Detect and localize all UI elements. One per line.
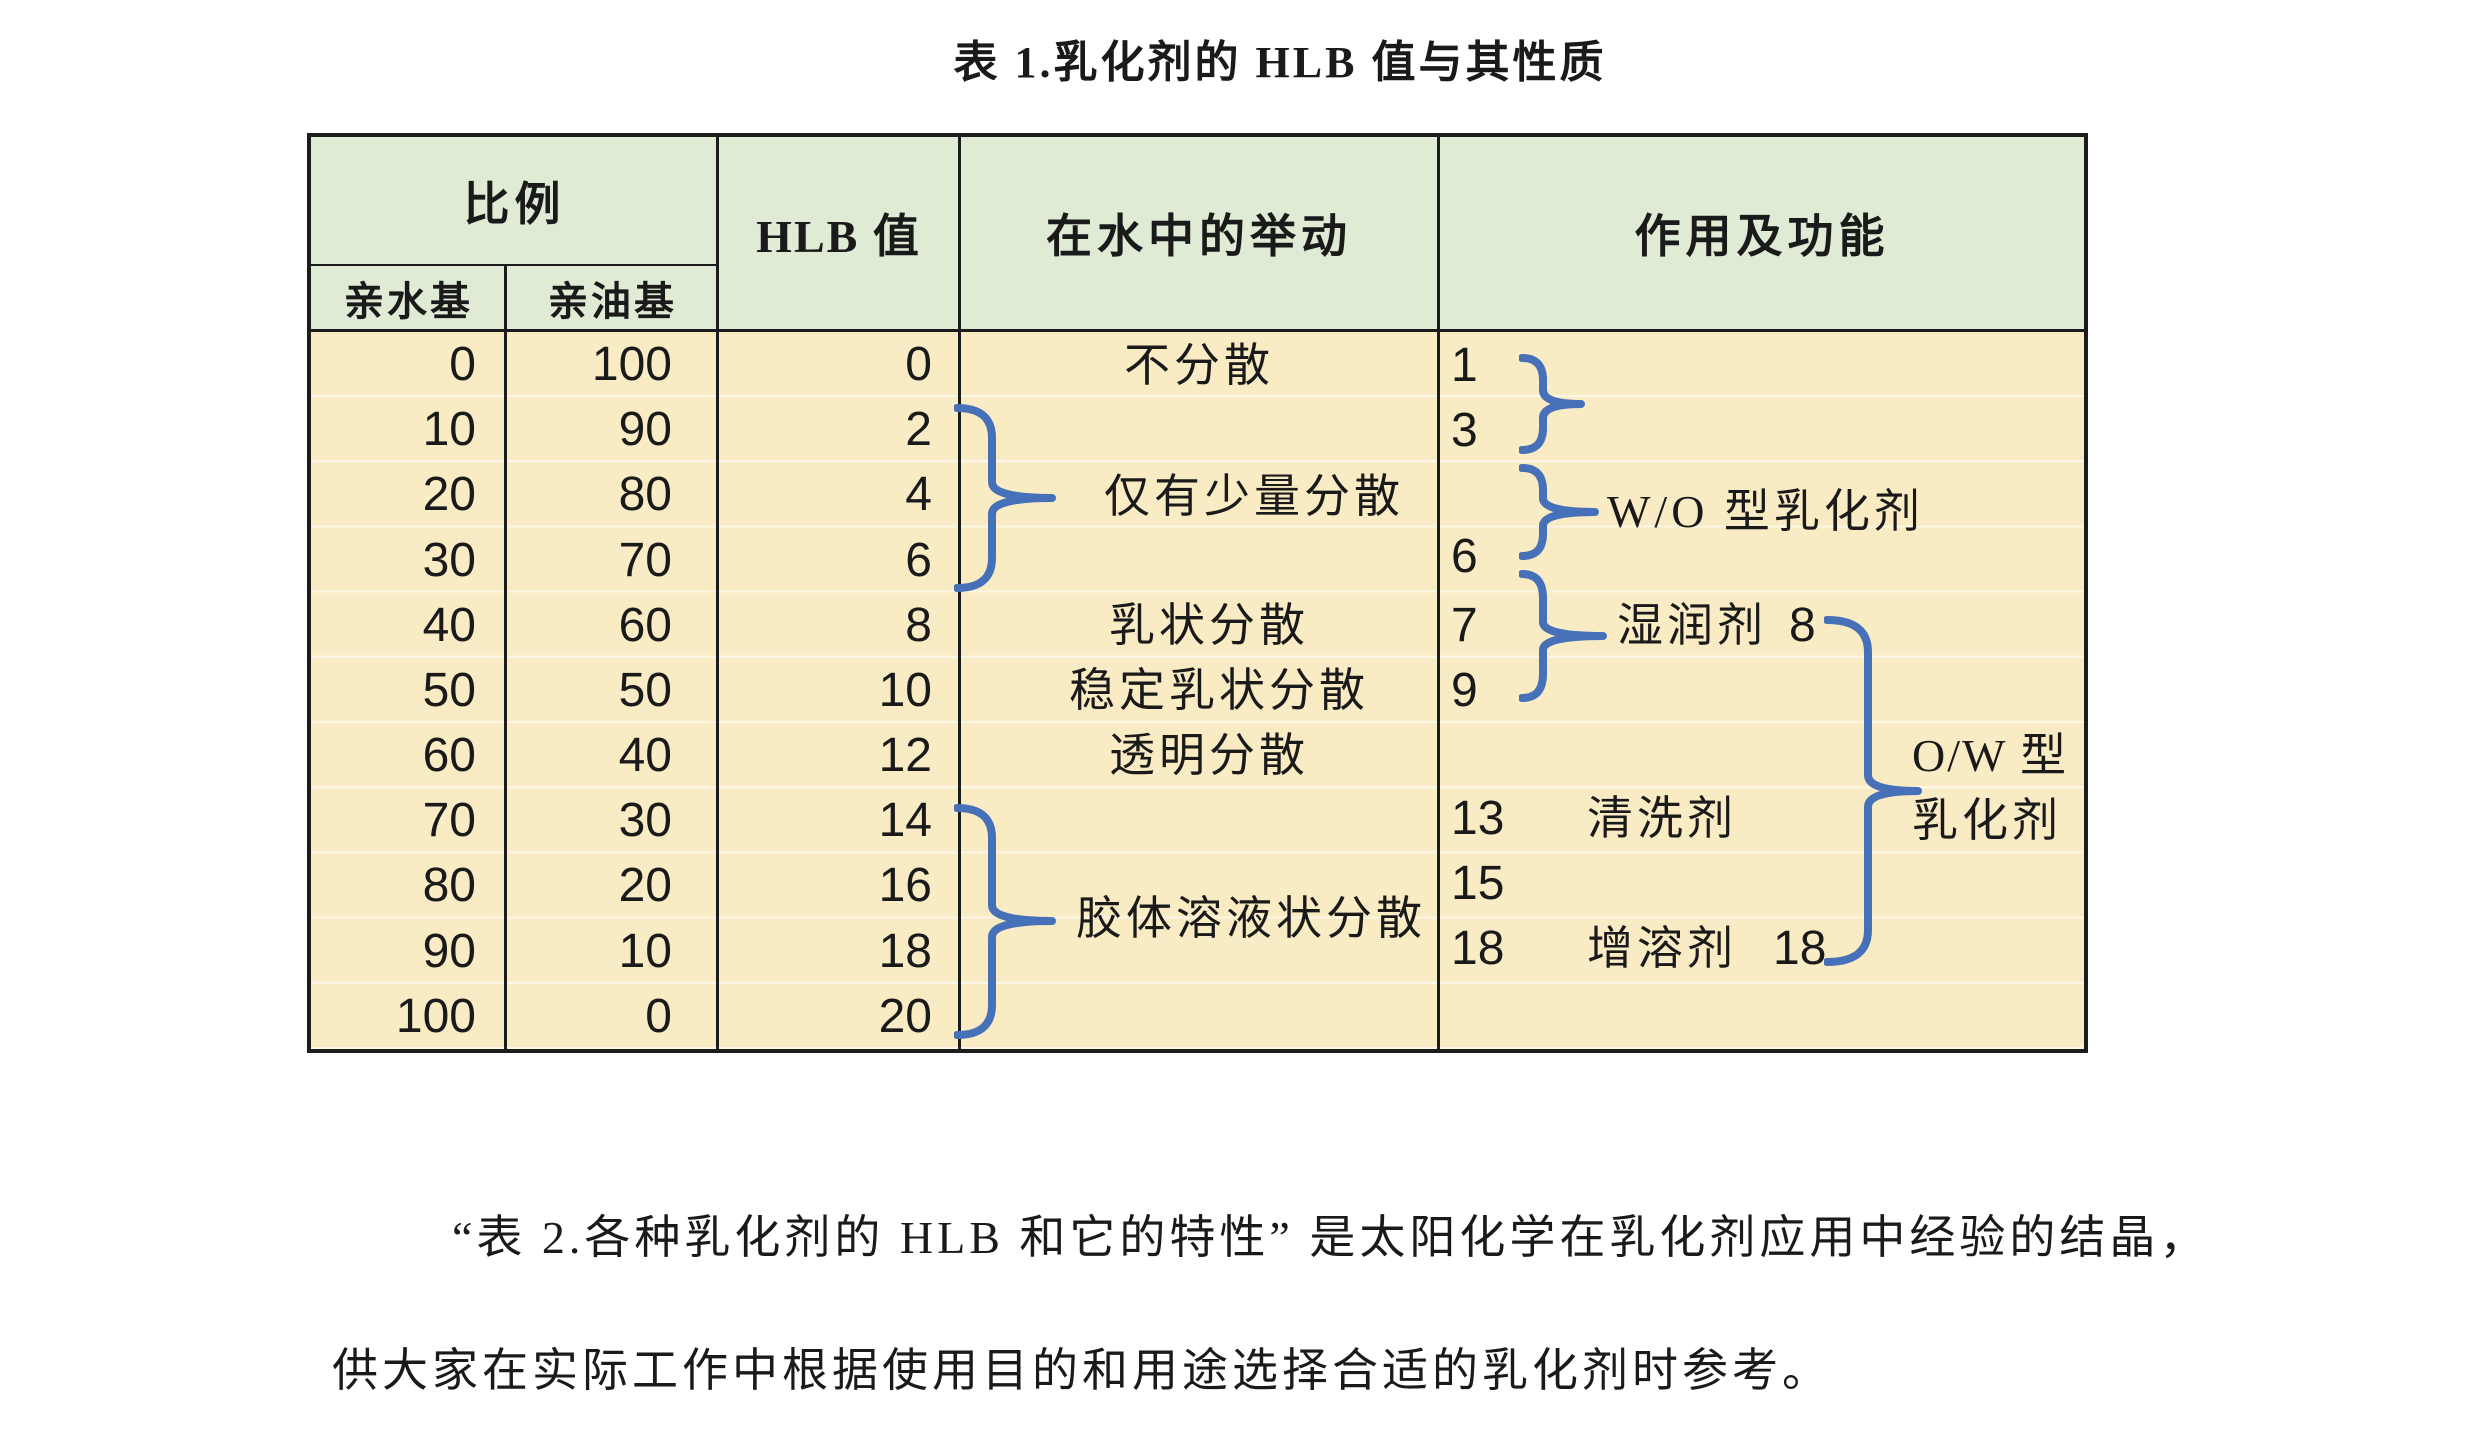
- divider-hlb-behavior: [958, 137, 961, 1049]
- cell-lipophilic: 80: [618, 468, 672, 522]
- cell-hydrophilic: 90: [422, 924, 476, 978]
- function-number-18: 18: [1451, 922, 1505, 975]
- header-ratio: 比例: [463, 178, 566, 230]
- cell-lipophilic: 70: [618, 533, 672, 587]
- behavior-transparent-dispersion: 透明分散: [1109, 730, 1309, 781]
- divider-hydro-lipo: [504, 266, 507, 1049]
- function-cleaning-agent: 清洗剂: [1587, 793, 1737, 844]
- function-number-8: 8: [1789, 599, 1816, 652]
- function-number-13: 13: [1451, 792, 1505, 845]
- header-divider-line: [311, 329, 2084, 332]
- cell-hlb: 14: [878, 794, 932, 848]
- behavior-no-dispersion: 不分散: [1124, 340, 1274, 391]
- cell-lipophilic: 50: [618, 663, 672, 717]
- cell-hydrophilic: 20: [422, 468, 476, 522]
- function-wetting-agent: 湿润剂: [1617, 600, 1767, 651]
- brace-range-3-6-icon: [1519, 464, 1599, 560]
- header-lipophilic: 亲油基: [548, 279, 677, 324]
- header-behavior: 在水中的举动: [1046, 211, 1352, 262]
- function-ow-label-line1: O/W 型: [1912, 730, 2069, 781]
- cell-lipophilic: 30: [618, 794, 672, 848]
- cell-hlb: 18: [878, 924, 932, 978]
- cell-hlb: 0: [905, 338, 932, 391]
- cell-hydrophilic: 100: [395, 989, 476, 1043]
- hlb-table: 比例 亲水基 亲油基 HLB 值 在水中的举动 作用及功能 0 10 20 30…: [307, 133, 2088, 1053]
- cell-hydrophilic: 70: [422, 794, 476, 848]
- brace-range-1-3-icon: [1519, 354, 1585, 454]
- behavior-colloidal-dispersion: 胶体溶液状分散: [1076, 893, 1426, 944]
- function-ow-label-line2: 乳化剂: [1912, 795, 2062, 846]
- paragraph-line-2: 供大家在实际工作中根据使用目的和用途选择合适的乳化剂时参考。: [332, 1345, 1832, 1396]
- header-hlb: HLB 值: [756, 211, 921, 262]
- behavior-stable-milky-dispersion: 稳定乳状分散: [1069, 665, 1369, 716]
- cell-hydrophilic: 30: [422, 533, 476, 587]
- divider-lipo-hlb: [716, 137, 719, 1049]
- function-number-9: 9: [1451, 664, 1478, 717]
- cell-lipophilic: 90: [618, 403, 672, 457]
- column-lipophilic-values: 100 90 80 70 60 50 40 30 20 10 0: [507, 332, 672, 1049]
- paragraph-line-1: “表 2.各种乳化剂的 HLB 和它的特性” 是太阳化学在乳化剂应用中经验的结晶…: [452, 1212, 2210, 1263]
- cell-lipophilic: 40: [618, 729, 672, 783]
- cell-lipophilic: 20: [618, 859, 672, 913]
- cell-hlb: 6: [905, 533, 932, 587]
- function-number-3: 3: [1451, 404, 1478, 457]
- function-number-6: 6: [1451, 530, 1478, 583]
- function-number-15: 15: [1451, 857, 1505, 910]
- divider-behavior-function: [1437, 137, 1440, 1049]
- cell-hlb: 20: [878, 989, 932, 1043]
- cell-hlb: 16: [878, 859, 932, 913]
- brace-range-7-9-icon: [1519, 570, 1607, 702]
- cell-hlb: 2: [905, 403, 932, 457]
- cell-hydrophilic: 0: [449, 338, 476, 391]
- cell-hydrophilic: 50: [422, 663, 476, 717]
- header-hydrophilic: 亲水基: [344, 279, 473, 324]
- function-number-7: 7: [1451, 599, 1478, 652]
- cell-hlb: 10: [878, 663, 932, 717]
- function-solubilizer: 增溶剂: [1587, 923, 1737, 974]
- function-number-18-end: 18: [1773, 922, 1827, 975]
- header-function: 作用及功能: [1634, 211, 1890, 262]
- brace-range-8-18-icon: [1824, 616, 1922, 966]
- table-body-background: [311, 332, 2084, 1049]
- cell-hlb: 4: [905, 468, 932, 522]
- brace-hlb-2-6-icon: [954, 404, 1056, 592]
- cell-lipophilic: 0: [645, 989, 672, 1043]
- table-title: 表 1.乳化剂的 HLB 值与其性质: [953, 38, 1607, 87]
- cell-lipophilic: 60: [618, 598, 672, 652]
- ratio-subheader-line: [311, 264, 718, 266]
- cell-hydrophilic: 40: [422, 598, 476, 652]
- function-wo-emulsifier: W/O 型乳化剂: [1607, 486, 1924, 537]
- cell-hydrophilic: 10: [422, 403, 476, 457]
- behavior-slight-dispersion: 仅有少量分散: [1104, 471, 1404, 522]
- table-header-background: [311, 137, 2084, 332]
- behavior-milky-dispersion: 乳状分散: [1109, 600, 1309, 651]
- column-hlb-values: 0 2 4 6 8 10 12 14 16 18 20: [719, 332, 932, 1049]
- function-number-1: 1: [1451, 339, 1478, 392]
- column-hydrophilic-values: 0 10 20 30 40 50 60 70 80 90 100: [311, 332, 476, 1049]
- cell-hydrophilic: 80: [422, 859, 476, 913]
- brace-hlb-14-20-icon: [954, 804, 1056, 1039]
- cell-lipophilic: 10: [618, 924, 672, 978]
- cell-hlb: 12: [878, 729, 932, 783]
- cell-lipophilic: 100: [591, 338, 672, 391]
- cell-hydrophilic: 60: [422, 729, 476, 783]
- cell-hlb: 8: [905, 598, 932, 652]
